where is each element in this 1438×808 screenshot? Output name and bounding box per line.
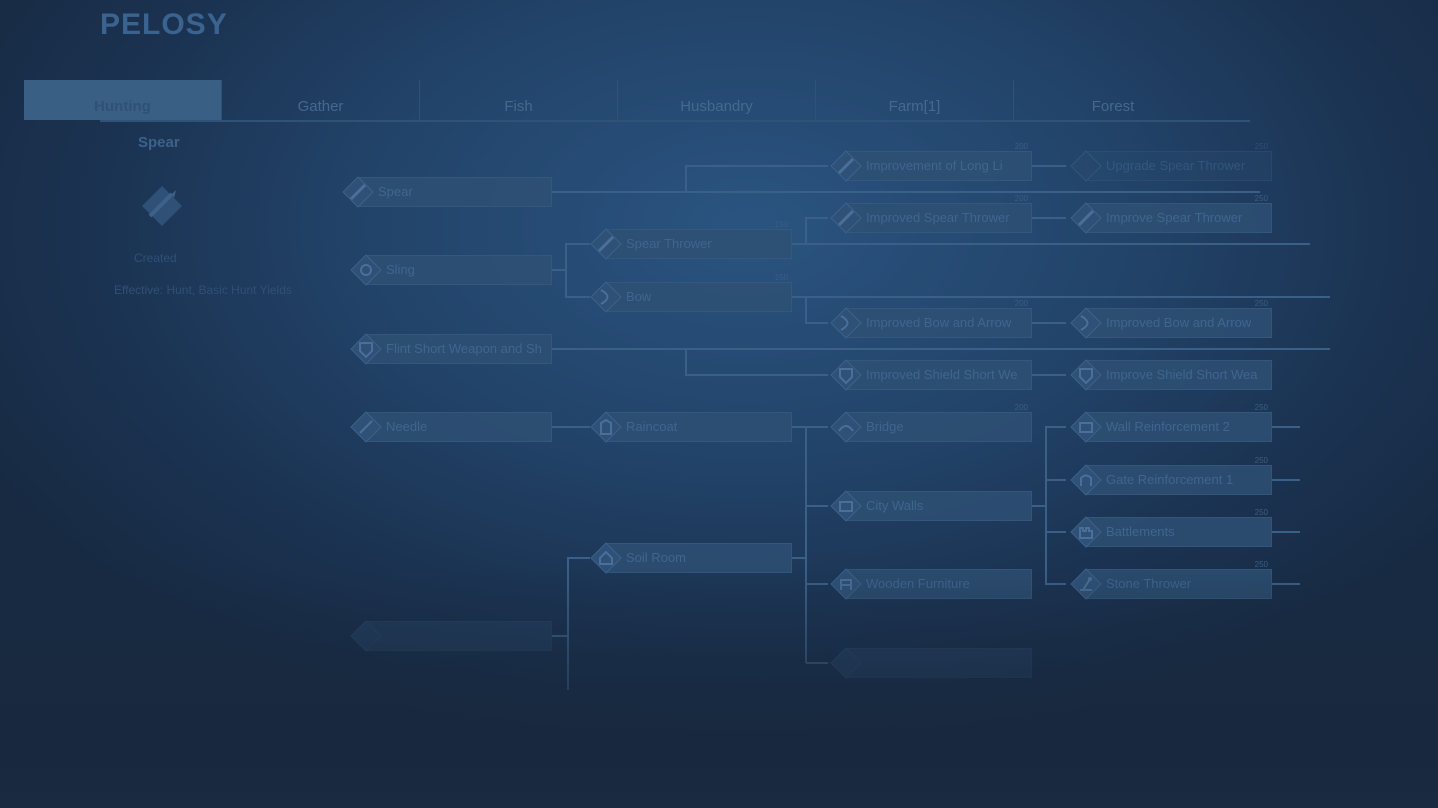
spear-icon — [342, 176, 374, 208]
tech-node[interactable]: Wall Reinforcement 2 250 — [1068, 403, 1272, 443]
tech-node-cost: 200 — [1014, 142, 1028, 151]
tech-node-cost: 250 — [1254, 142, 1268, 151]
tech-node[interactable]: Gate Reinforcement 1 250 — [1068, 456, 1272, 496]
tech-node-label: Improvement of Long Li — [866, 158, 1003, 173]
tech-node[interactable]: Improve Shield Short Wea — [1068, 359, 1272, 391]
tech-node[interactable]: Flint Short Weapon and Sh — [348, 333, 552, 365]
tech-node[interactable]: Sling — [348, 254, 552, 286]
tech-node-label: Gate Reinforcement 1 — [1106, 472, 1234, 487]
tech-node-label: Sling — [386, 262, 415, 277]
tech-node-cost: 200 — [1014, 403, 1028, 412]
tech-node-label: City Walls — [866, 498, 924, 513]
tech-node-label: Upgrade Spear Thrower — [1106, 158, 1246, 173]
shield-icon — [1070, 359, 1102, 391]
tech-node-label: Improved Shield Short We — [866, 367, 1018, 382]
tech-node-cost: 250 — [1254, 456, 1268, 465]
spear-icon — [1070, 150, 1102, 182]
sling-icon — [350, 254, 382, 286]
tech-node[interactable] — [348, 620, 552, 652]
wall-icon — [830, 490, 862, 522]
tech-node[interactable]: Improved Bow and Arrow 200 — [828, 299, 1032, 339]
tech-node[interactable]: Improved Spear Thrower 200 — [828, 194, 1032, 234]
tech-node[interactable]: Needle — [348, 411, 552, 443]
tech-node-label: Spear Thrower — [626, 236, 712, 251]
tech-node-label: Wall Reinforcement 2 — [1106, 419, 1230, 434]
tech-node[interactable]: Battlements 250 — [1068, 508, 1272, 548]
spear-thrower-icon — [590, 228, 622, 260]
tech-node-label: Spear — [378, 184, 413, 199]
tech-node-label: Stone Thrower — [1106, 576, 1192, 591]
tech-node-cost: 250 — [1254, 299, 1268, 308]
tech-node[interactable]: Improve Spear Thrower 250 — [1068, 194, 1272, 234]
tech-node-label: Soil Room — [626, 550, 686, 565]
catapult-icon — [1070, 568, 1102, 600]
tech-node-cost: 250 — [1254, 508, 1268, 517]
tech-node-label: Flint Short Weapon and Sh — [386, 341, 542, 356]
tech-node[interactable]: Wooden Furniture — [828, 568, 1032, 600]
raincoat-icon — [590, 411, 622, 443]
tech-node[interactable]: Spear Thrower 150 — [588, 220, 792, 260]
bow-icon — [590, 281, 622, 313]
tech-node[interactable]: Improved Bow and Arrow 250 — [1068, 299, 1272, 339]
tech-node-label: Wooden Furniture — [866, 576, 970, 591]
locked-icon — [830, 647, 862, 679]
bridge-icon — [830, 411, 862, 443]
spear-icon — [830, 150, 862, 182]
tech-node[interactable] — [828, 647, 1032, 679]
tech-node-cost: 150 — [774, 273, 788, 282]
tech-node-label: Raincoat — [626, 419, 678, 434]
tech-node[interactable]: Upgrade Spear Thrower 250 — [1068, 142, 1272, 182]
tech-node-cost: 250 — [1254, 194, 1268, 203]
bow-icon — [1070, 307, 1102, 339]
tech-node[interactable]: Bow 150 — [588, 273, 792, 313]
tech-node-cost: 250 — [1254, 560, 1268, 569]
tech-node-label: Battlements — [1106, 524, 1175, 539]
tech-node-label: Improved Bow and Arrow — [866, 315, 1012, 330]
wall-icon — [1070, 411, 1102, 443]
battlements-icon — [1070, 516, 1102, 548]
tech-node-cost: 200 — [1014, 299, 1028, 308]
furniture-icon — [830, 568, 862, 600]
tech-node-cost: 200 — [1014, 194, 1028, 203]
spear-thrower-icon — [830, 202, 862, 234]
house-icon — [590, 542, 622, 574]
needle-icon — [350, 411, 382, 443]
tech-node-label: Bridge — [866, 419, 904, 434]
shield-icon — [350, 333, 382, 365]
tech-node[interactable]: Bridge 200 — [828, 403, 1032, 443]
tech-node-label: Needle — [386, 419, 428, 434]
tech-node-cost: 250 — [1254, 403, 1268, 412]
tech-node-label: Improved Bow and Arrow — [1106, 315, 1252, 330]
tech-node[interactable]: City Walls — [828, 490, 1032, 522]
tech-node-label: Improve Spear Thrower — [1106, 210, 1243, 225]
tech-node[interactable]: Soil Room — [588, 542, 792, 574]
tech-node-label: Improve Shield Short Wea — [1106, 367, 1258, 382]
tech-node-label: Improved Spear Thrower — [866, 210, 1010, 225]
tech-node[interactable]: Stone Thrower 250 — [1068, 560, 1272, 600]
tech-node[interactable]: Spear — [340, 176, 552, 208]
shield-icon — [830, 359, 862, 391]
tech-node[interactable]: Improvement of Long Li 200 — [828, 142, 1032, 182]
locked-icon — [350, 620, 382, 652]
gate-icon — [1070, 464, 1102, 496]
tech-node-label: Bow — [626, 289, 652, 304]
tech-node[interactable]: Improved Shield Short We — [828, 359, 1032, 391]
tech-node[interactable]: Raincoat — [588, 411, 792, 443]
bow-icon — [830, 307, 862, 339]
spear-thrower-icon — [1070, 202, 1102, 234]
tech-node-cost: 150 — [774, 220, 788, 229]
